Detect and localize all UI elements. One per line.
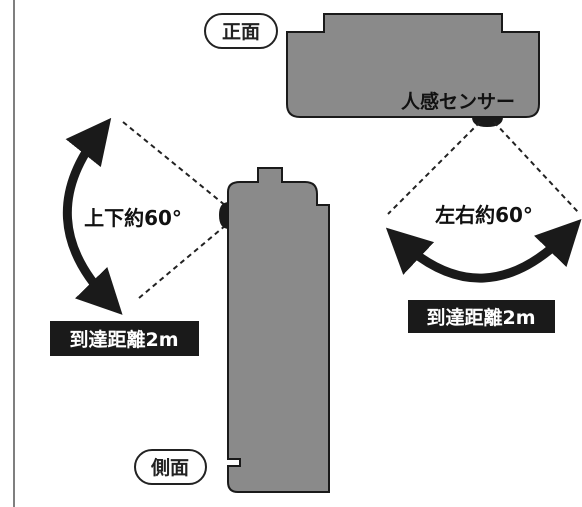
vertical-arrow-icon (62, 117, 123, 315)
vertical-angle-label: 上下約60° (84, 206, 182, 230)
front-view-badge (204, 13, 278, 49)
side-view-label: 側面 (150, 457, 189, 479)
side-cone-bottom-line (138, 224, 227, 299)
horizontal-range-box (408, 300, 555, 333)
front-view-group: 正面 人感センサー 左右約60° 到達距離2m (204, 13, 582, 333)
front-device-body (286, 13, 540, 118)
side-view-badge (134, 449, 207, 485)
front-cone-left-line (387, 121, 481, 215)
vertical-range-box (50, 321, 199, 356)
side-device-body (227, 167, 330, 493)
side-view-group: 上下約60° 到達距離2m 側面 (50, 117, 330, 493)
side-cone-top-line (122, 121, 227, 207)
horizontal-arrow-icon (385, 219, 582, 283)
sensor-label: 人感センサー (401, 90, 515, 113)
front-view-label: 正面 (222, 21, 260, 43)
side-sensor-dot (219, 202, 229, 229)
vertical-range-label: 到達距離2m (69, 328, 178, 351)
front-cone-right-line (493, 121, 579, 213)
horizontal-range-label: 到達距離2m (426, 306, 535, 329)
horizontal-angle-label: 左右約60° (435, 203, 533, 227)
